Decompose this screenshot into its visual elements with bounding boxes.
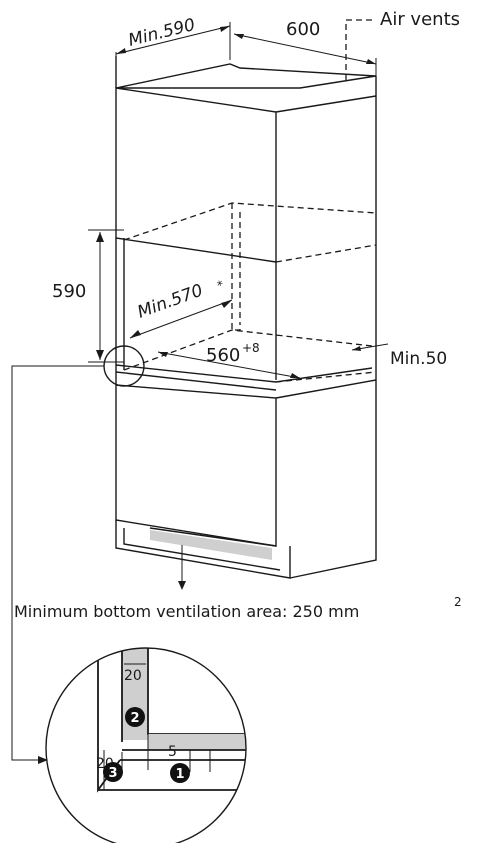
niche-depth-label: Min.570 [135, 281, 206, 323]
badge-1-label: 1 [175, 767, 184, 782]
detail-dim-small: 5 [168, 744, 177, 760]
gap-min-label: Min.50 [390, 349, 447, 369]
bottom-vent-label: Minimum bottom ventilation area: 250 mm [14, 602, 359, 621]
dimension-lines [88, 19, 389, 590]
badge-3 [103, 762, 123, 782]
bottom-vent-unit-superscript: 2 [454, 595, 462, 609]
detail-dim-top: 20 [124, 668, 142, 684]
detail-magnifier: 20 20 5 1 2 3 [45, 647, 247, 843]
niche-depth-footnote-mark: * [215, 278, 225, 293]
badge-1 [170, 763, 190, 783]
top-width-label: 600 [286, 19, 320, 40]
badge-3-label: 3 [108, 766, 117, 781]
niche-dashed-outline [123, 202, 377, 383]
detail-connector [11, 345, 145, 764]
air-vents-label: Air vents [380, 9, 460, 30]
top-depth-label: Min.590 [126, 15, 197, 51]
badge-2-label: 2 [130, 711, 139, 726]
badge-2 [125, 707, 145, 727]
niche-width-tolerance: +8 [242, 341, 260, 355]
niche-height-label: 590 [52, 281, 86, 302]
niche-width-label: 560 [206, 345, 240, 366]
